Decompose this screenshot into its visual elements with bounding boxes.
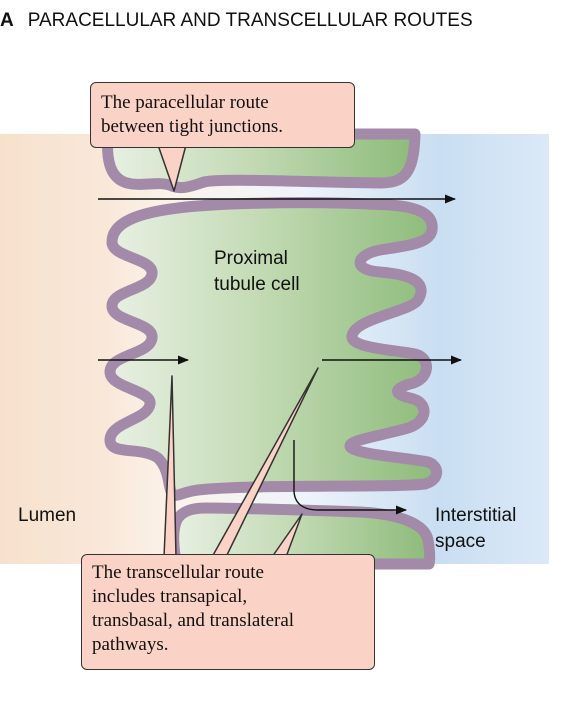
interstitial-label-line-2: space: [435, 531, 486, 552]
paracellular-callout-line-2: between tight junctions.: [101, 116, 284, 137]
transcellular-callout: The transcellular route includes transap…: [81, 554, 375, 670]
paracellular-callout-line-1: The paracellular route: [101, 92, 269, 113]
translateral-arrow: [293, 440, 408, 515]
figure-title-text: PARACELLULAR AND TRANSCELLULAR ROUTES: [27, 10, 473, 31]
figure-letter: A: [0, 10, 14, 31]
transcellular-callout-line-2: includes transapical,: [92, 586, 248, 607]
interstitial-label-line-1: Interstitial: [435, 505, 517, 526]
cell-label-line-2: tubule cell: [214, 274, 300, 295]
interstitial-label: Interstitial space: [435, 503, 516, 555]
cell-label-line-1: Proximal: [214, 248, 288, 269]
figure-title: A PARACELLULAR AND TRANSCELLULAR ROUTES: [0, 10, 473, 32]
cell-label: Proximal tubule cell: [214, 246, 300, 298]
paracellular-callout: The paracellular route between tight jun…: [90, 82, 355, 148]
transcellular-callout-line-3: transbasal, and translateral: [92, 610, 295, 631]
transcellular-callout-line-4: pathways.: [92, 634, 169, 655]
proximal-tubule-cell: [104, 197, 443, 501]
transcellular-callout-line-1: The transcellular route: [92, 562, 264, 583]
lumen-label: Lumen: [18, 505, 77, 526]
